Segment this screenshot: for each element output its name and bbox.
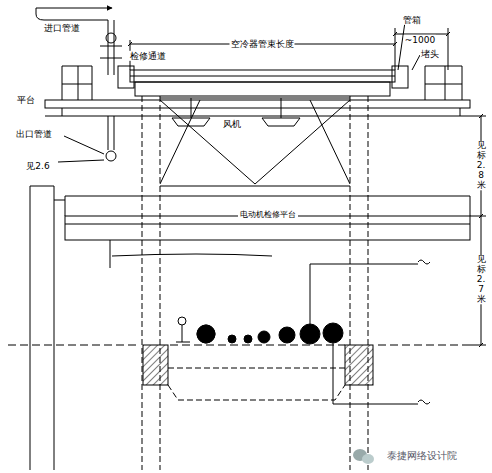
part-label: 空冷器管束长度 <box>230 39 295 49</box>
part-label: 进口管道 <box>43 23 81 33</box>
platform-band: 电动机检修平台 <box>66 197 469 215</box>
watermark: 泰捷网络设计院 <box>386 450 458 462</box>
part-label: 管箱 <box>402 15 422 25</box>
part-label: 见2.6 <box>25 161 50 171</box>
part-label: 堵头 <box>420 49 440 59</box>
part-label: 见标2.7米 <box>476 255 487 304</box>
part-label: 检修通道 <box>129 51 167 61</box>
part-label: 出口管道 <box>15 129 53 139</box>
wechat-icon <box>353 449 374 464</box>
part-label: 见标2.8米 <box>476 141 487 190</box>
platform-label: 电动机检修平台 <box>238 211 298 220</box>
part-label: 风机 <box>222 119 242 129</box>
part-label: ~1000 <box>404 35 436 45</box>
part-label: 平台 <box>16 95 36 105</box>
